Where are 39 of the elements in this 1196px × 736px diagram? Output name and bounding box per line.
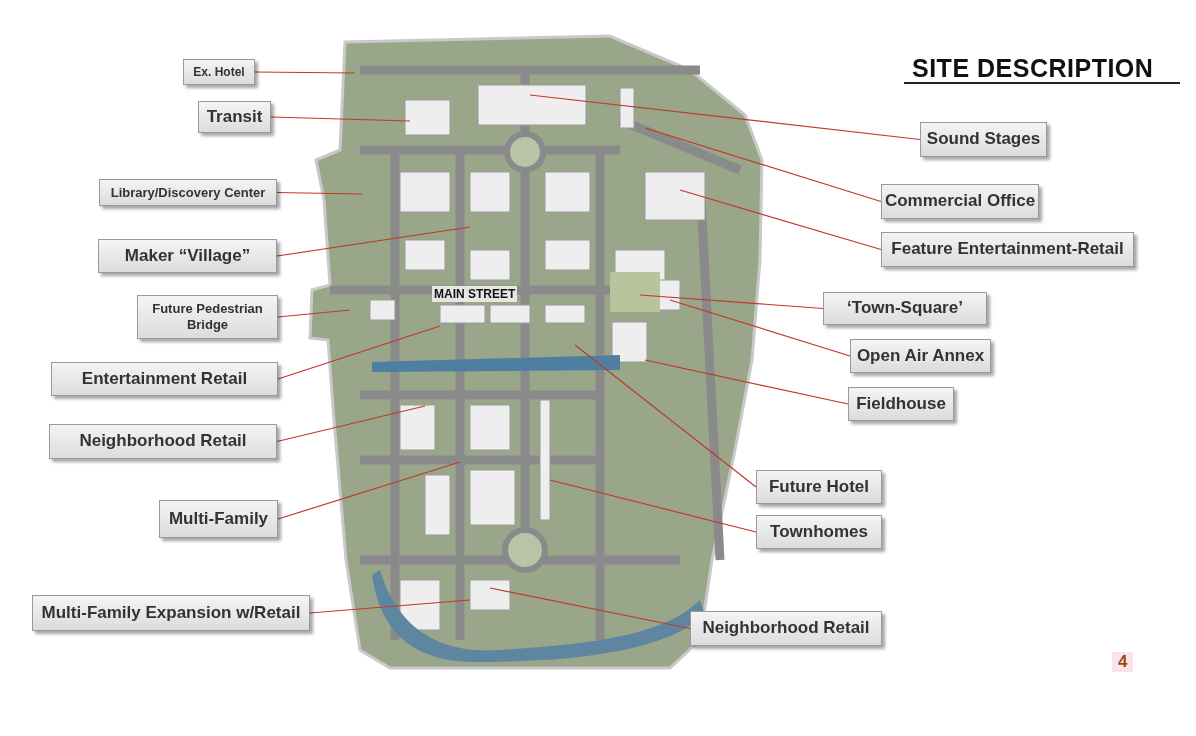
callout-label-box: Multi-Family	[159, 500, 278, 538]
callout-label-box: Feature Entertainment-Retail	[881, 232, 1134, 267]
callout-label-box: Maker “Village”	[98, 239, 277, 273]
callout-label-box: Fieldhouse	[848, 387, 954, 421]
street-name-label: MAIN STREET	[432, 286, 518, 302]
callout-label-box: Ex. Hotel	[183, 59, 255, 85]
leader-line	[309, 599, 471, 614]
callout-label-box: Library/Discovery Center	[99, 179, 277, 206]
callout-label-box: Entertainment Retail	[51, 362, 278, 396]
page-number: 4	[1112, 652, 1134, 672]
leader-line	[254, 71, 356, 74]
leader-line	[276, 405, 426, 443]
leader-line	[276, 191, 363, 195]
callout-label-box: Neighborhood Retail	[690, 611, 882, 646]
leader-line	[644, 127, 882, 203]
leader-line	[669, 299, 851, 357]
leader-line	[574, 344, 757, 488]
leader-line	[276, 226, 471, 257]
callout-label-box: Sound Stages	[920, 122, 1047, 157]
callout-label-box: Open Air Annex	[850, 339, 991, 373]
callout-label-box: Future Pedestrian Bridge	[137, 295, 278, 339]
callout-label-box: Multi-Family Expansion w/Retail	[32, 595, 310, 631]
callout-label-box: Townhomes	[756, 515, 882, 549]
leader-line	[270, 116, 411, 122]
leader-line	[644, 359, 849, 405]
leader-line	[277, 325, 441, 380]
page-title: SITE DESCRIPTION	[912, 54, 1154, 83]
leader-line	[489, 587, 691, 630]
leader-line	[549, 479, 757, 533]
leader-line	[277, 309, 351, 318]
leader-line	[277, 461, 461, 520]
leader-line	[679, 189, 882, 251]
callout-label-box: Transit	[198, 101, 271, 133]
callout-label-box: Commercial Office	[881, 184, 1039, 219]
callout-label-box: ‘Town-Square’	[823, 292, 987, 325]
callout-label-box: Future Hotel	[756, 470, 882, 504]
callout-label-box: Neighborhood Retail	[49, 424, 277, 459]
leader-line	[529, 94, 921, 141]
leader-line	[639, 294, 824, 310]
